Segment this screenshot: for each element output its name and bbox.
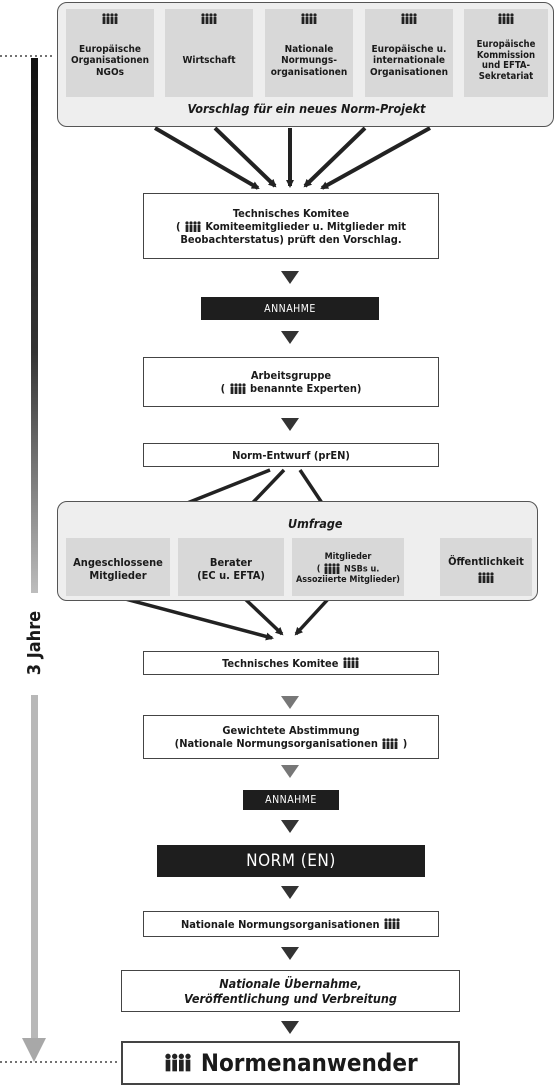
proposal-panel: Europäische Organisationen NGOs Wirtscha…	[57, 2, 554, 127]
people-group-icon	[477, 571, 495, 584]
enquiry-public: Öffentlichkeit	[440, 538, 532, 596]
vote-title: Gewichtete Abstimmung	[222, 724, 360, 737]
source-intl-orgs-label: Europäische u. internationale Organisati…	[370, 43, 448, 78]
vote-box: Gewichtete Abstimmung (Nationale Normung…	[143, 715, 439, 759]
tc-review-line2: Komiteemitglieder u. Mitglieder mit	[205, 219, 407, 233]
standard-badge: NORM (EN)	[157, 845, 425, 877]
source-nsb: Nationale Normungs- organisationen	[265, 9, 353, 97]
adoption-box: Nationale Übernahme, Veröffentlichung un…	[121, 970, 460, 1012]
working-group-experts: benannte Experten)	[250, 382, 362, 395]
tc-review-line3: Beobachterstatus) prüft den Vorschlag.	[180, 232, 402, 246]
working-group-box: Arbeitsgruppe ( benannte Experten)	[143, 357, 439, 407]
people-group-icon	[323, 563, 341, 575]
source-intl-orgs: Europäische u. internationale Organisati…	[365, 9, 453, 97]
source-commission: Europäische Kommission und EFTA- Sekreta…	[464, 9, 548, 97]
people-group-icon	[163, 1053, 193, 1073]
source-ngos-label: Europäische Organisationen NGOs	[71, 43, 149, 78]
timeline-arrowhead	[22, 1038, 46, 1062]
enquiry-advisors: Berater (EC u. EFTA)	[178, 538, 284, 596]
approval-badge-2: ANNAHME	[243, 790, 339, 810]
source-ngos: Europäische Organisationen NGOs	[66, 9, 154, 97]
people-group-icon	[342, 657, 360, 669]
tc-review-box: Technisches Komitee ( Komiteemitglieder …	[143, 193, 439, 259]
people-group-icon	[184, 220, 202, 233]
enquiry-title: Umfrage	[288, 516, 343, 531]
source-business: Wirtschaft	[165, 9, 253, 97]
timeline-bar-lower	[31, 695, 38, 1040]
tc-second-box: Technisches Komitee	[143, 651, 439, 675]
source-nsb-label: Nationale Normungs- organisationen	[270, 43, 348, 78]
timeline-bar-upper	[31, 58, 38, 593]
people-group-icon	[381, 738, 399, 750]
enquiry-arrows	[117, 595, 332, 641]
source-business-label: Wirtschaft	[182, 55, 236, 67]
people-group-icon	[383, 918, 401, 930]
users-label: Normenanwender	[200, 1048, 418, 1077]
nsb-box: Nationale Normungsorganisationen	[143, 911, 439, 937]
people-group-icon	[400, 13, 418, 25]
approval-badge-1: ANNAHME	[201, 297, 379, 320]
people-group-icon	[300, 13, 318, 25]
tc-review-line1: Technisches Komitee	[232, 206, 350, 220]
draft-box: Norm-Entwurf (prEN)	[143, 443, 439, 467]
proposal-arrows	[153, 126, 431, 190]
enquiry-members: Mitglieder ( NSBs u. Assoziierte Mitglie…	[292, 538, 404, 596]
people-group-icon	[101, 13, 119, 25]
timeline-label: 3 Jahre	[24, 610, 45, 676]
users-box: Normenanwender	[121, 1041, 460, 1085]
people-group-icon	[229, 383, 247, 395]
people-group-icon	[200, 13, 218, 25]
source-commission-label: Europäische Kommission und EFTA- Sekreta…	[476, 39, 536, 82]
enquiry-affiliates: Angeschlossene Mitglieder	[66, 538, 170, 596]
enquiry-panel: Umfrage Angeschlossene Mitglieder Berate…	[57, 501, 538, 601]
people-group-icon	[497, 13, 515, 25]
proposal-caption: Vorschlag für ein neues Norm-Projekt	[187, 101, 426, 116]
working-group-title: Arbeitsgruppe	[250, 369, 332, 382]
